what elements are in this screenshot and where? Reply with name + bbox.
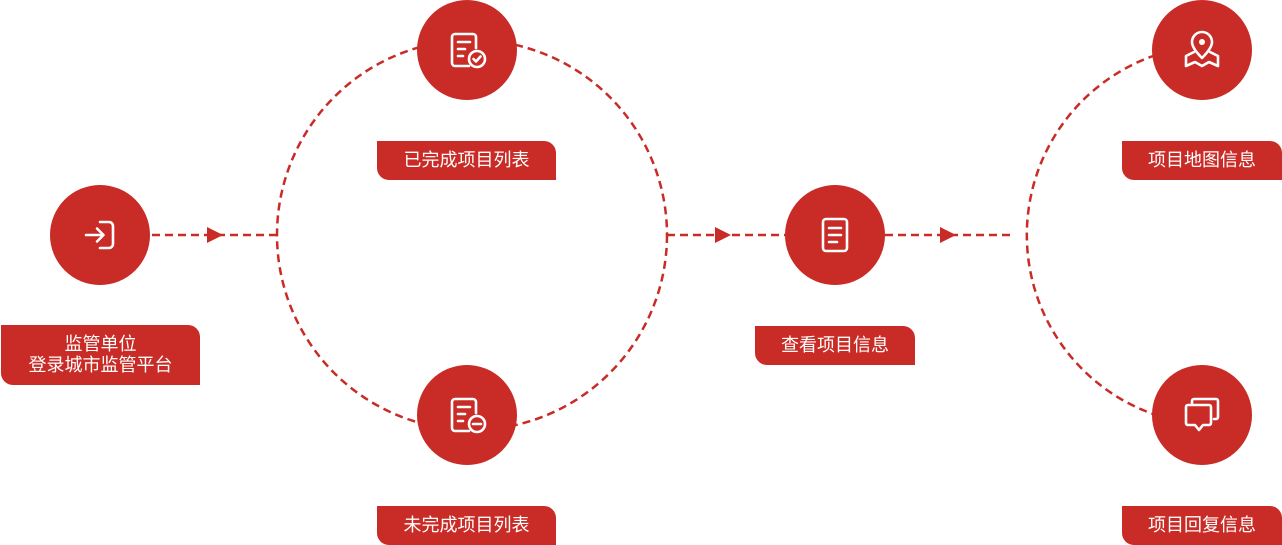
view-info-node [785,185,885,285]
document-minus-icon [450,397,487,434]
incomplete-list-node [417,365,517,465]
right-branch-arc [1025,53,1157,417]
login-icon [84,220,115,250]
completed-list-node [417,0,517,100]
document-check-icon [450,32,487,69]
map-info-label: 项目地图信息 [1122,141,1282,180]
login-label-line1: 监管单位 [64,334,137,355]
arrow-head-3 [940,227,956,243]
view-info-label: 查看项目信息 [755,326,915,365]
arrow-head-1 [207,227,223,243]
login-node [50,185,150,285]
login-label: 监管单位 登录城市监管平台 [1,325,200,385]
map-pin-icon [1184,30,1220,68]
arrow-head-2 [715,227,731,243]
incomplete-list-label: 未完成项目列表 [377,506,556,545]
reply-info-label: 项目回复信息 [1122,506,1282,545]
login-label-line2: 登录城市监管平台 [28,355,173,376]
completed-list-label: 已完成项目列表 [377,141,556,180]
reply-info-node [1152,365,1252,465]
map-info-node [1152,0,1252,100]
chat-bubbles-icon [1184,397,1220,432]
document-icon [821,217,849,253]
